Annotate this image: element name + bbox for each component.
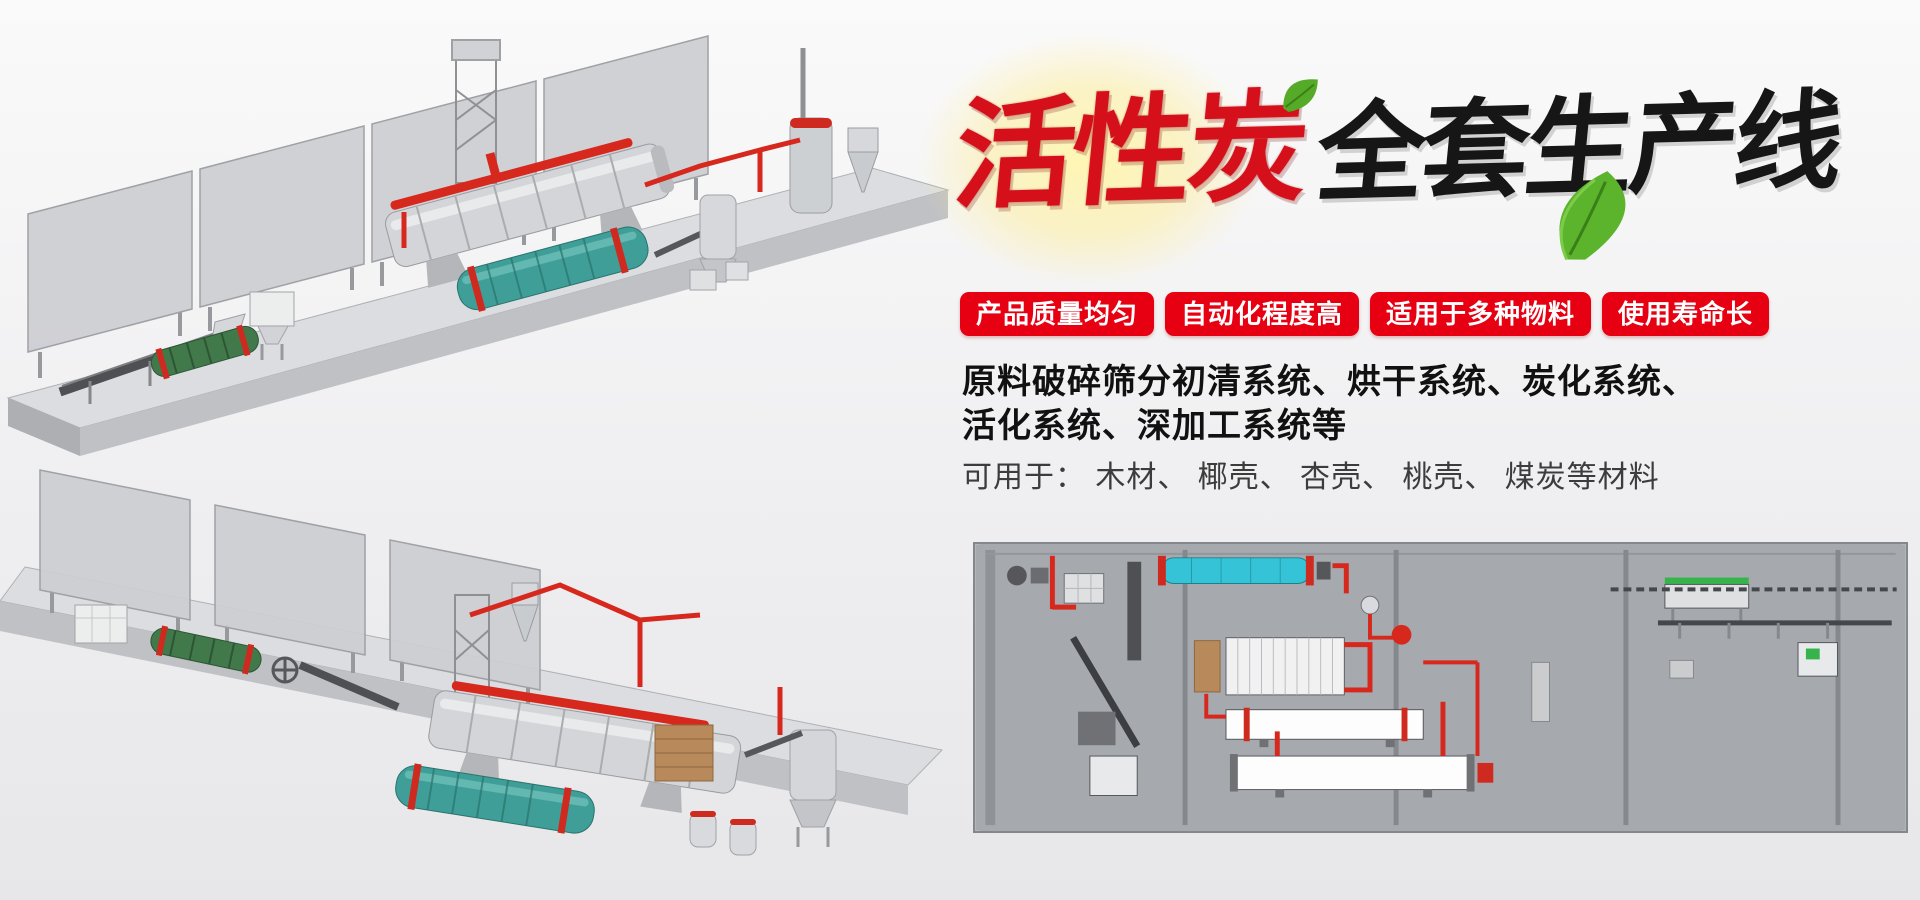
description-line-2: 活化系统、深加工系统等: [962, 407, 1347, 445]
hopper: [249, 291, 295, 360]
small-tanks: [689, 811, 757, 856]
usage-line: 可用于： 木材、 椰壳、 杏壳、 桃壳、 煤炭等材料: [962, 461, 1660, 494]
cleaning-machine: [74, 604, 128, 644]
wall-panels: [39, 469, 541, 707]
badge-materials: 适用于多种物料: [1370, 292, 1592, 336]
support-tower: [451, 39, 501, 184]
star-feeder: [271, 656, 299, 684]
plant-layout-diagram: [973, 542, 1908, 833]
screening-drum: [150, 324, 259, 380]
leaf-icon: [1283, 79, 1318, 112]
bottom-render-svg: [0, 469, 943, 856]
incline-conveyor: [298, 661, 400, 711]
brick-furnace: [654, 724, 714, 782]
feature-badges: 产品质量均匀 自动化程度高 适用于多种物料 使用寿命长: [960, 292, 1770, 336]
mid-elevator: [1531, 661, 1550, 723]
screening-drum: [150, 625, 262, 675]
production-line-3d-render-top: [0, 0, 950, 470]
activation-drum: [1229, 660, 1494, 798]
packing-section: [1610, 577, 1897, 679]
layout-svg: [979, 544, 1902, 831]
silo: [789, 729, 837, 847]
main-title: 活性炭全套生产线: [949, 80, 1845, 223]
heat-exchanger: [1193, 637, 1373, 696]
cooling-drum: [395, 763, 595, 834]
badge-quality: 产品质量均匀: [960, 292, 1155, 336]
description-line-1: 原料破碎筛分初清系统、烘干系统、炭化系统、: [962, 363, 1697, 401]
badge-automation: 自动化程度高: [1165, 292, 1360, 336]
partition-walls: [1182, 549, 1841, 826]
system-description: 原料破碎筛分初清系统、烘干系统、炭化系统、 活化系统、深加工系统等: [962, 360, 1697, 448]
carbonization-drum: [1204, 693, 1424, 748]
title-red-text: 活性炭: [949, 80, 1311, 224]
cyan-dryer-drum: [1157, 555, 1412, 645]
red-piping: [469, 582, 783, 735]
red-piping: [401, 137, 801, 248]
left-wall-strip: [985, 549, 996, 826]
production-line-3d-render-bottom: [0, 455, 950, 900]
hero-section: 活性炭全套生产线 产品质量均匀 自动化程度高 适用于多种物料 使用寿命长 原料破…: [920, 0, 1920, 900]
cooling-drum: [456, 226, 649, 312]
badge-lifespan: 使用寿命长: [1602, 292, 1770, 336]
top-render-svg: [6, 35, 950, 456]
dedusting-cluster: [689, 48, 879, 291]
discharge-conveyor: [743, 730, 804, 758]
leaf-icon-large: [1559, 171, 1626, 261]
crusher-section: [1007, 555, 1142, 796]
